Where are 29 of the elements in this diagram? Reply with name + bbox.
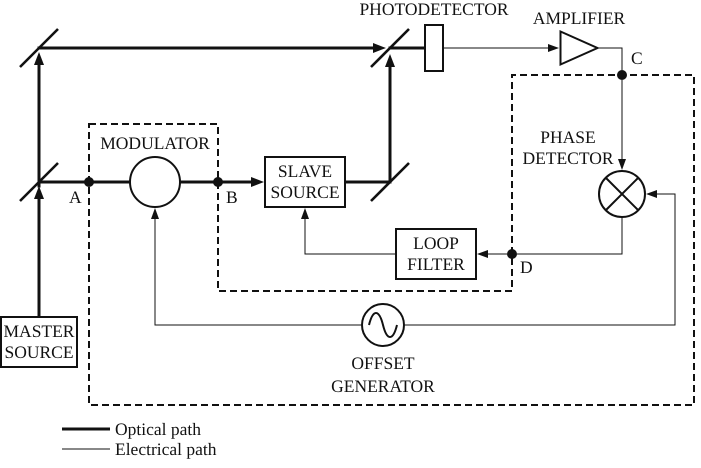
signal-arrow [301, 208, 396, 254]
component-label: MODULATOR [100, 134, 210, 152]
beam-arrow [34, 52, 44, 188]
beam-arrow [34, 186, 44, 318]
signal-arrow [477, 250, 508, 258]
signal-line [516, 218, 622, 254]
legend-label: Optical path [115, 419, 202, 439]
component-label: OFFSET GENERATOR [330, 352, 436, 398]
signal-arrow [151, 208, 362, 326]
signal-arrow [444, 44, 559, 52]
signal-line [598, 48, 622, 70]
beam-line [38, 180, 130, 184]
beam-line [388, 46, 426, 50]
component-box: LOOP FILTER [395, 228, 477, 280]
beam-arrow [180, 177, 264, 187]
point-label: B [226, 188, 238, 206]
component-label: PHASE DETECTOR [521, 127, 615, 169]
point-label: A [69, 188, 82, 206]
signal-arrow [404, 190, 676, 326]
beam-arrow [344, 54, 395, 184]
component-label: AMPLIFIER [532, 9, 626, 27]
point-label: D [520, 258, 533, 276]
component-box: MASTER SOURCE [0, 316, 78, 368]
component-box: SLAVE SOURCE [264, 156, 346, 208]
component-label: PHOTODETECTOR [359, 0, 509, 18]
point-label: C [631, 49, 643, 67]
signal-arrow [618, 80, 626, 170]
beam-arrow [38, 43, 386, 53]
legend-label: Electrical path [115, 439, 217, 459]
